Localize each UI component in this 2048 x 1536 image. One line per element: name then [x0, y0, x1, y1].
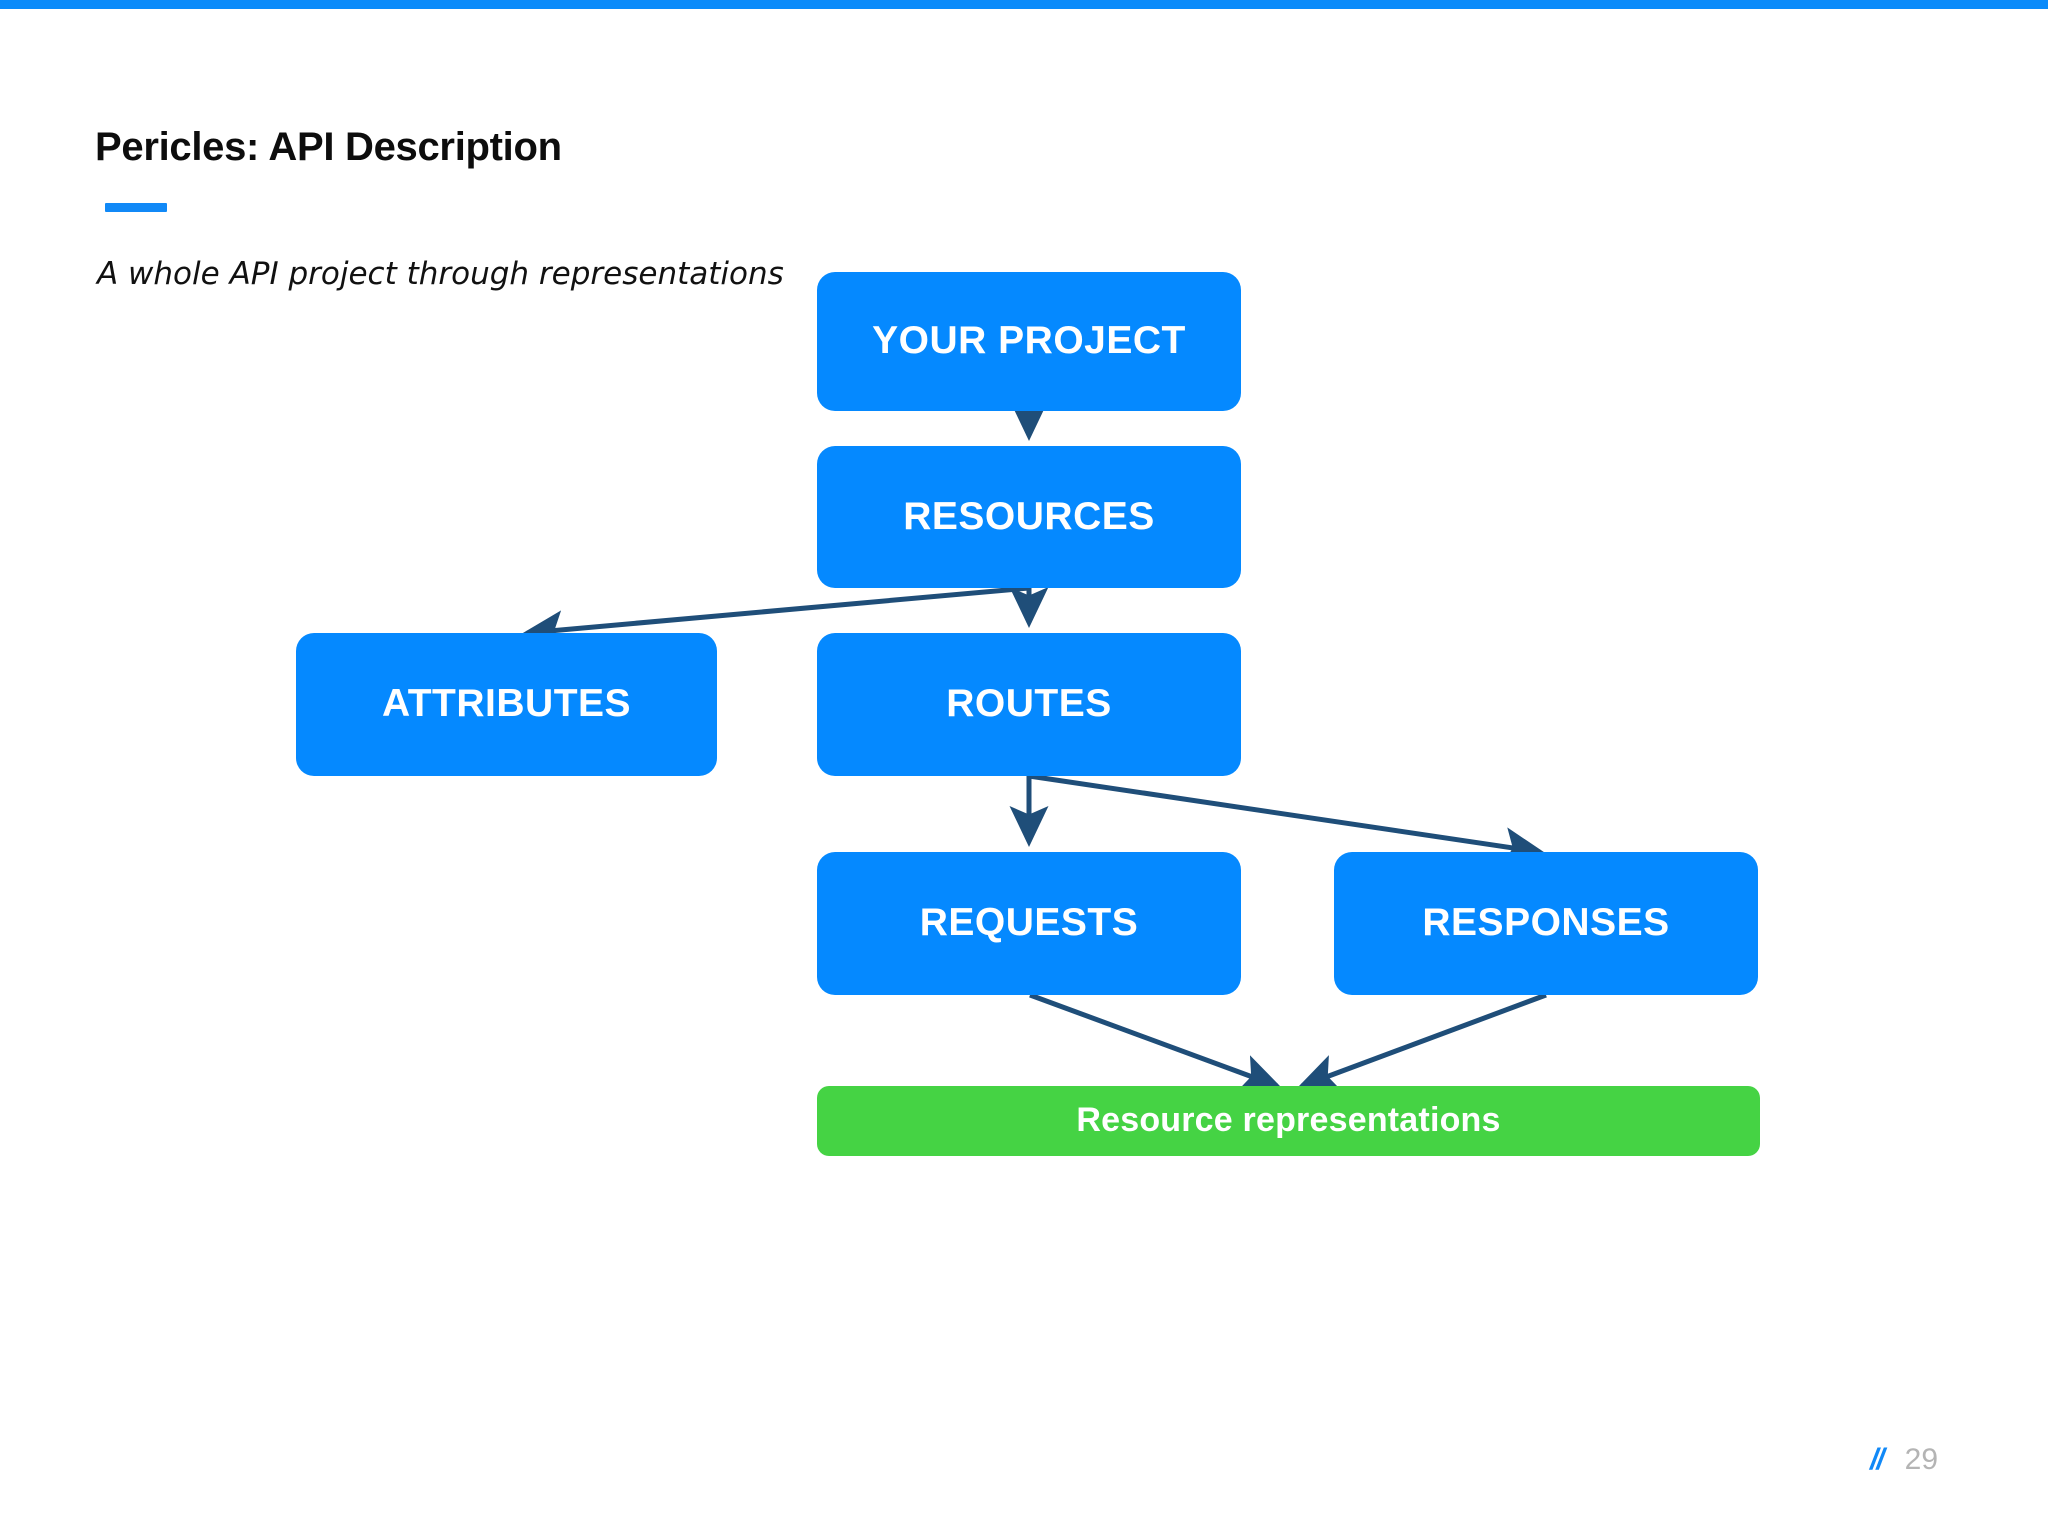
slide-subtitle: A whole API project through representati…: [97, 256, 784, 292]
page-number: 29: [1904, 1443, 1939, 1476]
arrow-resources-to-attributes: [522, 585, 1030, 650]
title-accent-underline: [105, 203, 167, 212]
diagram-node-routes[interactable]: ROUTES: [817, 633, 1241, 776]
arrow-responses-to-resource-representations: [1297, 992, 1547, 1092]
diagram-node-resources[interactable]: RESOURCES: [817, 446, 1241, 588]
double-slash-icon: //: [1870, 1443, 1885, 1476]
arrow-routes-to-responses: [1028, 773, 1545, 866]
arrow-requests-to-resource-representations: [1029, 992, 1282, 1092]
diagram-node-requests[interactable]: REQUESTS: [817, 852, 1241, 995]
top-accent-bar: [0, 0, 2048, 9]
page-title: Pericles: API Description: [95, 125, 562, 169]
diagram-node-attributes[interactable]: ATTRIBUTES: [296, 633, 717, 776]
diagram-node-resource-representations[interactable]: Resource representations: [817, 1086, 1760, 1156]
diagram-node-responses[interactable]: RESPONSES: [1334, 852, 1758, 995]
diagram-node-your-project[interactable]: YOUR PROJECT: [817, 272, 1241, 411]
slide-footer: // 29: [1870, 1443, 1938, 1477]
